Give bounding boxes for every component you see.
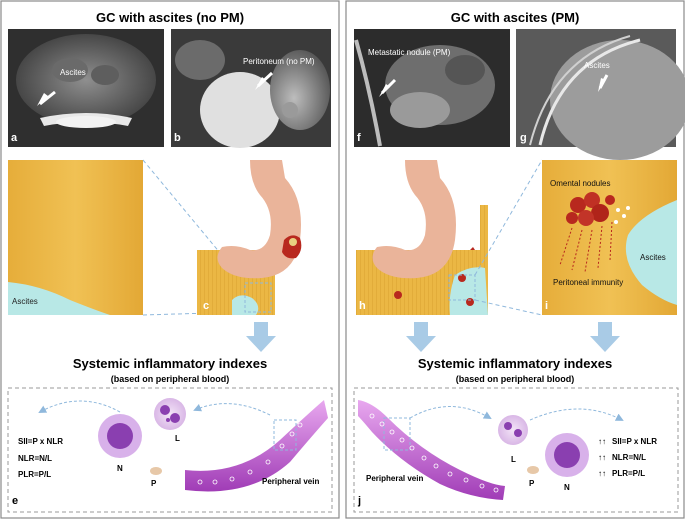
panel-a-letter: a <box>11 132 18 144</box>
left-systemic-title: Systemic inflammatory indexes <box>73 356 267 371</box>
left-formula-sii: SII=P x NLR <box>18 437 63 446</box>
panel-b-letter: b <box>174 132 181 144</box>
flow-arrow <box>529 408 624 421</box>
right-vein-label: Peripheral vein <box>366 474 423 483</box>
lymphocyte-cell <box>498 415 528 445</box>
panel-i-letter: i <box>545 300 548 312</box>
panel-j-box <box>353 387 679 513</box>
right-frame <box>345 0 685 519</box>
panel-e-box <box>7 387 333 513</box>
panel-b-label: Peritoneum (no PM) <box>243 57 315 66</box>
panel-e-letter: e <box>12 495 18 507</box>
neutrophil-cell <box>98 414 142 458</box>
panel-i-nodules-label: Omental nodules <box>550 179 610 188</box>
flow-arrow <box>409 406 492 419</box>
flow-arrow <box>193 403 271 416</box>
panel-i-ascites-label: Ascites <box>640 253 666 262</box>
stomach-illustration-c <box>197 160 302 315</box>
tissue-zoom-i <box>542 160 677 315</box>
left-cell-p-label: P <box>151 479 157 488</box>
peripheral-vein <box>185 400 328 492</box>
zoom-guide <box>474 159 543 276</box>
peripheral-vein <box>358 400 505 500</box>
zoom-guide <box>474 299 543 316</box>
panel-h-letter: h <box>359 300 366 312</box>
ct-panel-f <box>354 29 510 147</box>
ct-panel-a <box>8 29 164 147</box>
left-vein-label: Peripheral vein <box>262 477 319 486</box>
right-up-arrows: ↑↑ <box>598 437 606 446</box>
panel-g-letter: g <box>520 132 527 144</box>
panel-f-label: Metastatic nodule (PM) <box>368 48 451 57</box>
panel-g-label: Ascites <box>584 61 610 70</box>
right-title: GC with ascites (PM) <box>451 10 580 25</box>
left-frame <box>0 0 340 519</box>
left-title: GC with ascites (no PM) <box>96 10 244 25</box>
ct-panel-g <box>516 29 685 160</box>
right-cell-p-label: P <box>529 479 535 488</box>
down-arrow <box>246 322 276 352</box>
right-up-arrows: ↑↑ <box>598 469 606 478</box>
panel-c-letter: c <box>203 300 209 312</box>
panel-d-label: Ascites <box>12 297 38 306</box>
tissue-zoom-d <box>8 160 143 315</box>
platelet-cell <box>150 467 162 475</box>
left-cell-l-label: L <box>175 434 180 443</box>
flow-arrow <box>38 400 121 413</box>
omental-nodule <box>566 192 615 226</box>
down-arrow <box>406 322 436 352</box>
right-cell-l-label: L <box>511 455 516 464</box>
right-systemic-title: Systemic inflammatory indexes <box>418 356 612 371</box>
lymphocyte-cell <box>154 398 186 430</box>
right-formula-nlr: NLR=N/L <box>612 453 646 462</box>
right-cell-n-label: N <box>564 483 570 492</box>
stomach-illustration-h <box>356 160 488 315</box>
right-formula-plr: PLR=P/L <box>612 469 645 478</box>
panel-f-letter: f <box>357 132 361 144</box>
left-systemic-subtitle: (based on peripheral blood) <box>111 374 230 384</box>
neutrophil-cell <box>545 433 589 477</box>
right-formula-sii: SII=P x NLR <box>612 437 657 446</box>
left-formula-plr: PLR=P/L <box>18 470 51 479</box>
panel-j-letter: j <box>357 495 361 507</box>
down-arrow <box>590 322 620 352</box>
left-cell-n-label: N <box>117 464 123 473</box>
ct-panel-b <box>171 29 331 148</box>
right-systemic-subtitle: (based on peripheral blood) <box>456 374 575 384</box>
panel-i-immunity-label: Peritoneal immunity <box>553 278 623 287</box>
right-up-arrows: ↑↑ <box>598 453 606 462</box>
platelet-cell <box>527 466 539 474</box>
left-formula-nlr: NLR=N/L <box>18 454 52 463</box>
panel-a-label: Ascites <box>60 68 86 77</box>
